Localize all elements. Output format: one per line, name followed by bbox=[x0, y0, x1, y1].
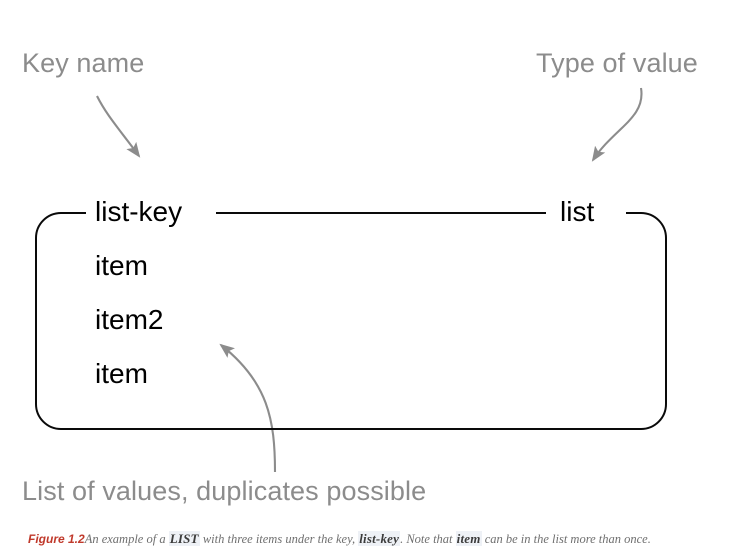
annotation-list-of-values: List of values, duplicates possible bbox=[22, 476, 427, 506]
arrow-key-name-to-list-key bbox=[96, 95, 141, 158]
arrow-type-to-list bbox=[591, 87, 643, 162]
list-key-label: list-key bbox=[95, 196, 183, 227]
caption-part-2: with three items under the key, bbox=[199, 532, 359, 546]
border-gap-right bbox=[546, 204, 626, 221]
border-gap-left bbox=[86, 204, 216, 221]
annotation-type-of-value: Type of value bbox=[536, 48, 698, 78]
caption-part-3: . Note that bbox=[400, 532, 456, 546]
figure-caption: Figure 1.2An example of a LIST with thre… bbox=[28, 531, 740, 548]
caption-code-list: LIST bbox=[168, 531, 200, 546]
figure-number: Figure 1.2 bbox=[28, 532, 85, 546]
list-item: item bbox=[95, 250, 148, 281]
arrow-values-to-item2 bbox=[219, 343, 277, 473]
caption-code-list-key: list-key bbox=[358, 531, 401, 546]
caption-code-item: item bbox=[455, 531, 482, 546]
list-item: item bbox=[95, 358, 148, 389]
annotation-key-name: Key name bbox=[22, 48, 145, 78]
caption-part-4: can be in the list more than once. bbox=[481, 532, 651, 546]
list-type-label: list bbox=[560, 196, 595, 227]
list-container-box bbox=[35, 212, 667, 430]
caption-part-1: An example of a bbox=[84, 532, 169, 546]
list-items: item item2 item bbox=[95, 252, 395, 388]
list-item: item2 bbox=[95, 304, 164, 335]
